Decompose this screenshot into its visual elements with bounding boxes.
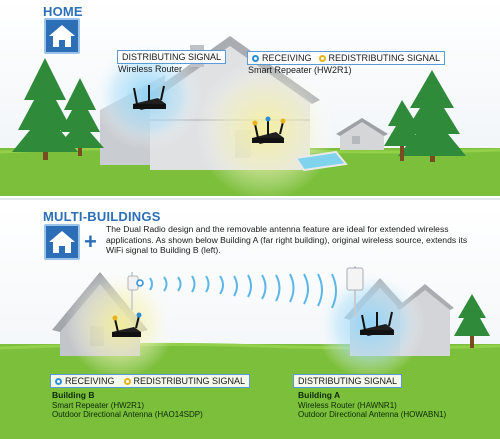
multi-buildings-section: MULTI-BUILDINGS + The Dual Radio design …: [0, 206, 500, 439]
building-a-line1: Wireless Router (HAWNR1): [298, 400, 397, 410]
home-repeater-label: Smart Repeater (HW2R1): [248, 65, 352, 75]
section-divider: [0, 198, 500, 200]
building-a-title: Building A: [298, 390, 341, 400]
home-section: HOME DISTRIBUTING SIGNAL Wireless Router…: [0, 0, 500, 196]
multi-home-icon: [44, 224, 80, 260]
multi-tree-right: [454, 294, 490, 348]
pool: [294, 150, 348, 172]
repeater-icon: [252, 116, 286, 144]
trees-right: [384, 70, 466, 162]
router-a-icon: [360, 311, 394, 336]
multi-distributing-label: DISTRIBUTING SIGNAL: [293, 374, 403, 388]
home-icon: [44, 18, 80, 54]
home-signal-legend: RECEIVING REDISTRIBUTING SIGNAL: [247, 51, 446, 65]
router-icon: [133, 85, 166, 110]
home-illustration: [0, 0, 500, 196]
multi-signal-legend: RECEIVING REDISTRIBUTING SIGNAL: [50, 374, 251, 388]
redistributing-dot-icon: [318, 54, 326, 62]
repeater-signal-glow: [195, 60, 335, 196]
receiving-dot-icon: [252, 54, 259, 62]
trees-left: [12, 58, 104, 160]
building-a-glow: [315, 269, 425, 379]
multi-heading: MULTI-BUILDINGS: [43, 209, 161, 224]
home-heading: HOME: [43, 4, 83, 19]
building-b-line2: Outdoor Directional Antenna (HAO14SDP): [52, 410, 203, 419]
building-a-caption: Building A Wireless Router (HAWNR1) Outd…: [298, 390, 447, 420]
multi-receiving-dot-icon: [55, 377, 62, 385]
home-router-label: Wireless Router: [118, 64, 183, 74]
signal-beam: [149, 273, 337, 309]
building-b-line1: Smart Repeater (HW2R1): [52, 400, 145, 410]
multi-description: The Dual Radio design and the removable …: [106, 224, 468, 255]
multi-illustration: [0, 206, 500, 439]
home-distributing-label: DISTRIBUTING SIGNAL: [117, 50, 227, 64]
multi-redistributing-dot-icon: [123, 377, 131, 385]
repeater-b-icon: [112, 312, 142, 337]
building-a-line2: Outdoor Directional Antenna (HOWABN1): [298, 410, 447, 419]
antenna-b-icon: [127, 272, 144, 310]
router-signal-glow: [92, 40, 202, 150]
building-b-title: Building B: [52, 390, 95, 400]
small-outbuilding: [336, 118, 388, 150]
plus-icon: +: [84, 229, 97, 254]
building-b-caption: Building B Smart Repeater (HW2R1) Outdoo…: [52, 390, 203, 420]
antenna-a-icon: [346, 266, 364, 316]
building-b-glow: [65, 269, 175, 379]
